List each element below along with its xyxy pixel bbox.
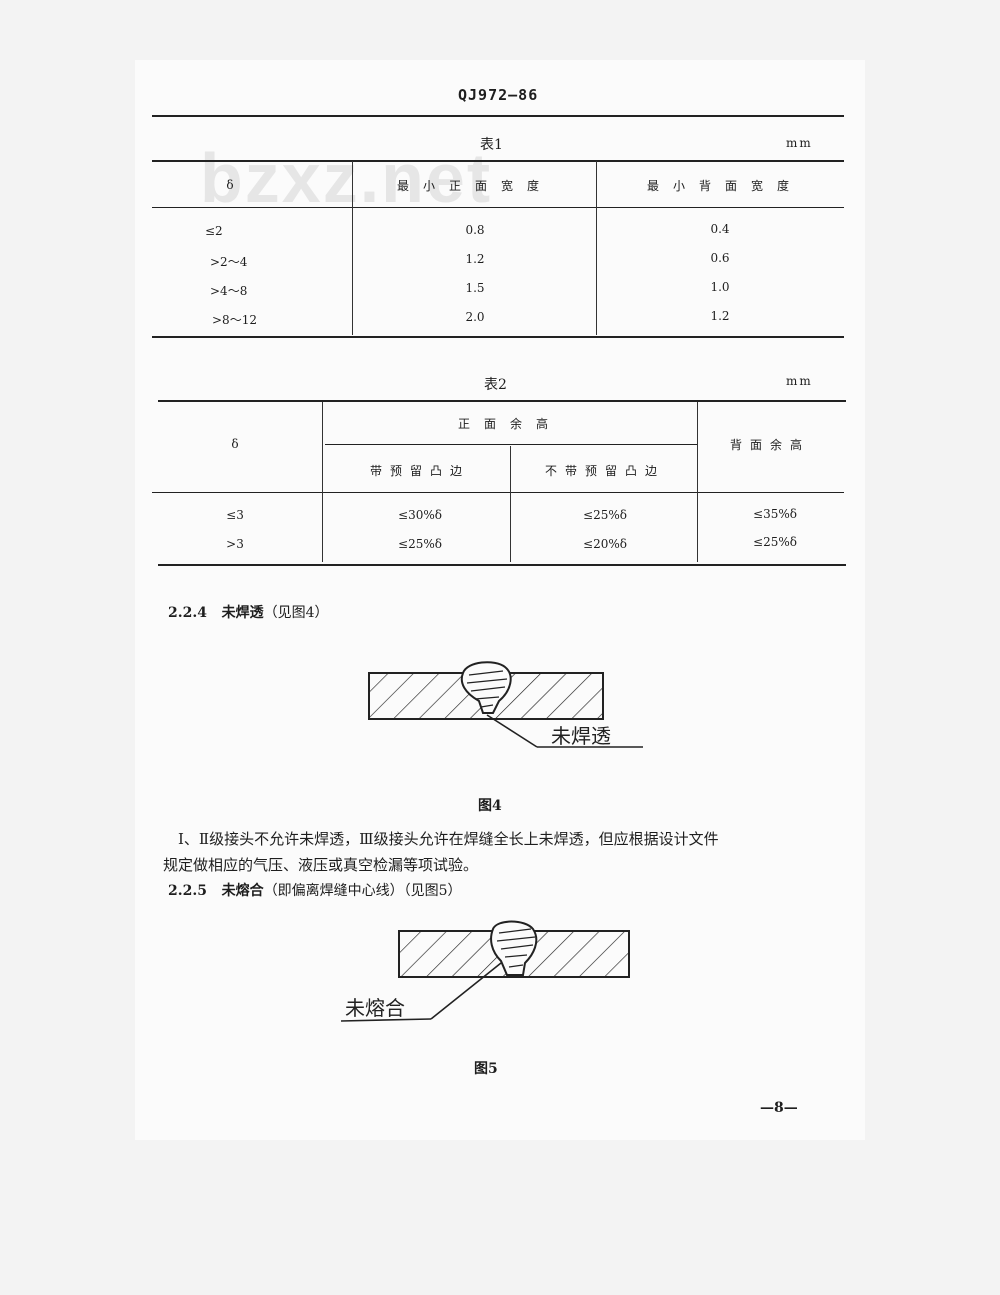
table2-col-divider-1: [322, 402, 323, 562]
figure-5-caption: 图5: [474, 1061, 498, 1077]
table1-header-back-width: 最小背面宽度: [646, 179, 803, 193]
table1-header-front-width: 最小正面宽度: [396, 179, 553, 193]
section-ref: （见图4）: [263, 605, 329, 621]
table-row-2-back: 0.6: [710, 251, 730, 265]
table1-header-delta: δ: [226, 178, 234, 192]
figure-4-diagram: 未焊透: [368, 661, 643, 748]
table2-col-divider-3: [697, 402, 698, 562]
table2-col-divider-2: [510, 446, 511, 562]
table1-col-divider-2: [596, 161, 597, 335]
table1-header-bottom-rule: [152, 207, 844, 208]
document-code: QJ972—86: [458, 86, 539, 104]
table2-subheader-rule: [325, 444, 697, 445]
figure-4-caption: 图4: [478, 798, 502, 814]
section-2-2-5-heading: 2.2.5 未熔合（即偏离焊缝中心线）（见图5）: [168, 880, 462, 900]
page-number: —8—: [760, 1100, 798, 1116]
table-row-4-front: 2.0: [465, 310, 485, 324]
table-row-2-front-with: ≤25%δ: [398, 537, 442, 551]
table-row-1-front-with: ≤30%δ: [398, 508, 442, 522]
section-title: 未焊透: [221, 605, 264, 621]
table1-unit: mm: [786, 136, 813, 150]
figure-4-label: 未焊透: [551, 724, 611, 748]
figure-5-label: 未熔合: [345, 996, 405, 1020]
table2-header-with-edge: 带预留凸边: [369, 464, 470, 478]
table-row-3-front: 1.5: [465, 281, 485, 295]
table2-bottom-rule: [158, 564, 846, 566]
table-row-3-back: 1.0: [710, 280, 730, 294]
table2-header-back: 背面余高: [729, 438, 810, 452]
watermark: bzxz.net: [200, 139, 493, 217]
section-number: 2.2.4: [168, 605, 207, 621]
table2-header-without-edge: 不带预留凸边: [544, 464, 665, 478]
section-number: 2.2.5: [168, 883, 207, 899]
table-row-2-delta: >2～4: [210, 255, 248, 269]
table-row-4-back: 1.2: [710, 309, 730, 323]
table-row-1-front: 0.8: [465, 223, 485, 237]
table2-unit: mm: [786, 374, 813, 388]
table-row-1-delta: ≤2: [205, 224, 223, 238]
table1-col-divider-1: [352, 161, 353, 335]
table2-header-bottom-rule: [152, 492, 844, 493]
section-title: 未熔合: [221, 883, 264, 899]
paragraph-line-1: Ⅰ、Ⅱ级接头不允许未焊透，Ⅲ级接头允许在焊缝全长上未焊透，但应根据设计文件: [178, 830, 719, 848]
table-row-2-delta: >3: [226, 537, 244, 551]
table2-header-front-group: 正面余高: [457, 417, 562, 431]
section-2-2-4-heading: 2.2.4 未焊透（见图4）: [168, 602, 329, 622]
figure-5-diagram: 未熔合: [340, 920, 630, 1022]
table-row-1-back: 0.4: [710, 222, 730, 236]
table2-header-delta: δ: [231, 437, 239, 451]
table-row-1-front-without: ≤25%δ: [583, 508, 627, 522]
table-row-3-delta: >4～8: [210, 284, 248, 298]
table-row-1-back: ≤35%δ: [753, 507, 797, 521]
table2-top-rule: [158, 400, 846, 402]
section-ref: （即偏离焊缝中心线）（见图5）: [263, 883, 462, 899]
paragraph-line-2: 规定做相应的气压、液压或真空检漏等项试验。: [163, 856, 479, 874]
table-row-4-delta: >8～12: [212, 313, 257, 327]
table-row-2-front-without: ≤20%δ: [583, 537, 627, 551]
table-row-2-back: ≤25%δ: [753, 535, 797, 549]
table-row-1-delta: ≤3: [226, 508, 244, 522]
table1-caption: 表1: [480, 137, 503, 153]
table1-top-rule: [152, 115, 844, 117]
table1-header-top-rule: [152, 160, 844, 162]
table-row-2-front: 1.2: [465, 252, 485, 266]
table1-bottom-rule: [152, 336, 844, 338]
table2-caption: 表2: [484, 377, 507, 393]
